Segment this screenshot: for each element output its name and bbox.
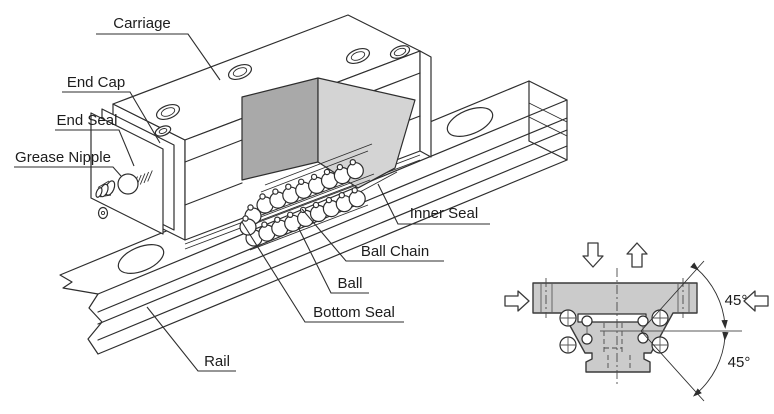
left-load-arrow-icon — [743, 290, 769, 312]
load-arrows — [504, 242, 769, 312]
chain-link — [247, 204, 254, 211]
callout-ball: Ball — [297, 226, 369, 294]
chain-link — [351, 187, 358, 194]
right-load-arrow-icon — [504, 290, 530, 312]
carriage-right-end-face — [419, 50, 432, 158]
chain-link — [287, 211, 294, 218]
down-load-arrow-icon — [582, 242, 604, 268]
threaded-hole — [227, 63, 253, 81]
ball-chain-strips — [249, 143, 375, 251]
rail-hidden-profile — [603, 323, 631, 370]
chain-link — [272, 188, 279, 195]
label-carriage: Carriage — [113, 15, 171, 32]
chain-link — [312, 201, 320, 209]
chain-link — [323, 168, 331, 176]
callout-end-seal: End Seal — [55, 112, 135, 167]
label-inner-seal: Inner Seal — [410, 205, 478, 222]
callout-grease-nipple: Grease Nipple — [14, 149, 122, 177]
ball-rows — [239, 158, 366, 247]
chain-link — [242, 215, 249, 222]
section-bolt-holes — [559, 309, 669, 354]
rail-bolt-hole — [117, 244, 165, 274]
label-bottom-seal: Bottom Seal — [313, 304, 395, 321]
callout-bottom-seal: Bottom Seal — [241, 221, 404, 323]
callout-rail: Rail — [146, 306, 236, 372]
callout-inner-seal: Inner Seal — [377, 183, 490, 225]
chain-link — [349, 158, 356, 166]
chain-link — [336, 163, 344, 171]
chain-link — [261, 221, 268, 228]
cross-section-view: 45° 45° — [504, 242, 769, 402]
rail-end-face — [528, 80, 568, 161]
chain-link — [285, 183, 292, 190]
threaded-hole — [389, 45, 411, 59]
label-rail: Rail — [204, 353, 230, 370]
contact-angle-annotation: 45° 45° — [640, 260, 751, 402]
label-ball: Ball — [337, 275, 362, 292]
ball — [239, 218, 257, 236]
chain-link — [338, 191, 345, 199]
label-end-cap: End Cap — [67, 74, 125, 91]
label-grease-nipple: Grease Nipple — [15, 149, 111, 166]
angle-arc-upper — [690, 262, 728, 329]
chain-link — [310, 173, 318, 181]
threaded-hole — [155, 103, 181, 121]
grease-nipple-tip — [95, 187, 103, 198]
label-end-seal: End Seal — [57, 112, 118, 129]
chain-link — [274, 216, 281, 223]
grease-nipple-ball — [117, 173, 139, 195]
chain-link — [259, 193, 266, 200]
rail-bolt-hole — [446, 107, 494, 137]
ball — [348, 190, 366, 208]
label-ball-chain: Ball Chain — [361, 243, 429, 260]
ball — [346, 162, 364, 180]
chain-link — [325, 196, 333, 204]
callout-ball-chain: Ball Chain — [301, 208, 444, 262]
chain-link — [298, 178, 305, 185]
carriage-threaded-holes — [155, 45, 411, 121]
section-outline — [532, 282, 698, 373]
callouts: Carriage End Cap End Seal Grease Nipple … — [14, 15, 490, 372]
threaded-hole — [345, 47, 371, 65]
label-angle-lower: 45° — [728, 354, 751, 371]
callout-carriage: Carriage — [96, 15, 221, 81]
callout-end-cap: End Cap — [62, 74, 161, 144]
isometric-cutaway-view: Carriage End Cap End Seal Grease Nipple … — [14, 14, 568, 372]
label-angle-upper: 45° — [725, 292, 748, 309]
grease-nipple — [95, 170, 153, 198]
end-cap-screw — [154, 125, 172, 137]
end-seal-screw — [97, 206, 109, 220]
inner-seal — [357, 167, 398, 193]
angle-arc-lower — [692, 331, 729, 397]
up-load-arrow-icon — [626, 242, 648, 268]
